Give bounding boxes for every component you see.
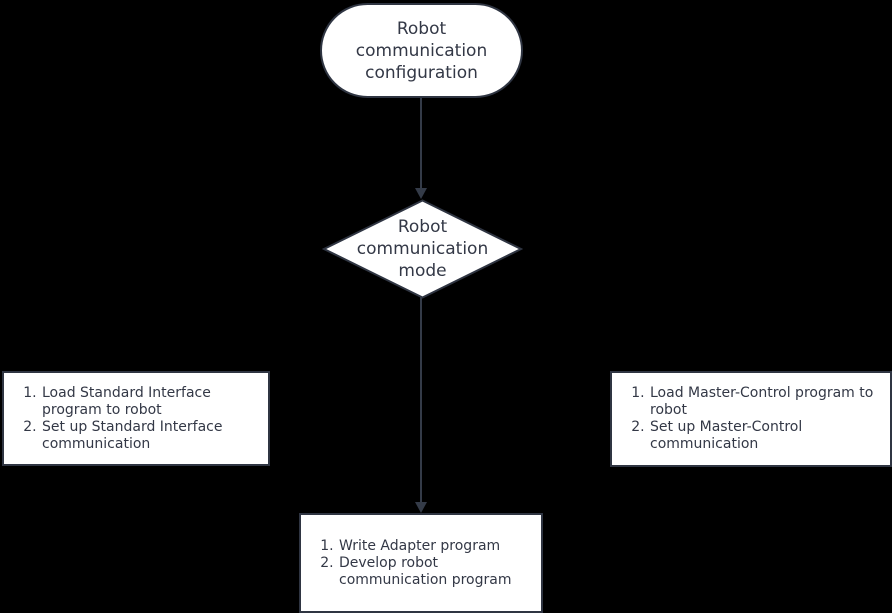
- list-item: Set up Master-Control communication: [649, 419, 876, 453]
- list-item: Load Standard Interface program to robot: [41, 385, 242, 419]
- master-control-steps-list: Load Master-Control program to robot Set…: [612, 385, 876, 453]
- edge-start-to-decision: [420, 98, 422, 189]
- list-item: Write Adapter program: [338, 538, 527, 555]
- list-item: Set up Standard Interface communication: [41, 419, 242, 453]
- arrowhead-into-adapter-box-icon: [414, 502, 427, 513]
- arrowhead-into-decision-icon: [414, 188, 427, 199]
- standard-interface-steps-box: Load Standard Interface program to robot…: [2, 371, 270, 466]
- adapter-program-steps-box: Write Adapter program Develop robot comm…: [299, 513, 543, 613]
- standard-interface-steps-list: Load Standard Interface program to robot…: [4, 385, 242, 453]
- edge-decision-to-adapter-box: [420, 297, 422, 503]
- adapter-program-steps-list: Write Adapter program Develop robot comm…: [301, 538, 527, 589]
- decision-diamond-shape: [322, 199, 523, 299]
- master-control-steps-box: Load Master-Control program to robot Set…: [610, 371, 892, 467]
- list-item: Develop robot communication program: [338, 555, 527, 589]
- start-node-robot-communication-configuration: Robot communication configuration: [320, 3, 523, 98]
- decision-node-label: Robot communication mode: [356, 217, 489, 281]
- decision-node-robot-communication-mode: Robot communication mode: [322, 199, 523, 299]
- list-item: Load Master-Control program to robot: [649, 385, 876, 419]
